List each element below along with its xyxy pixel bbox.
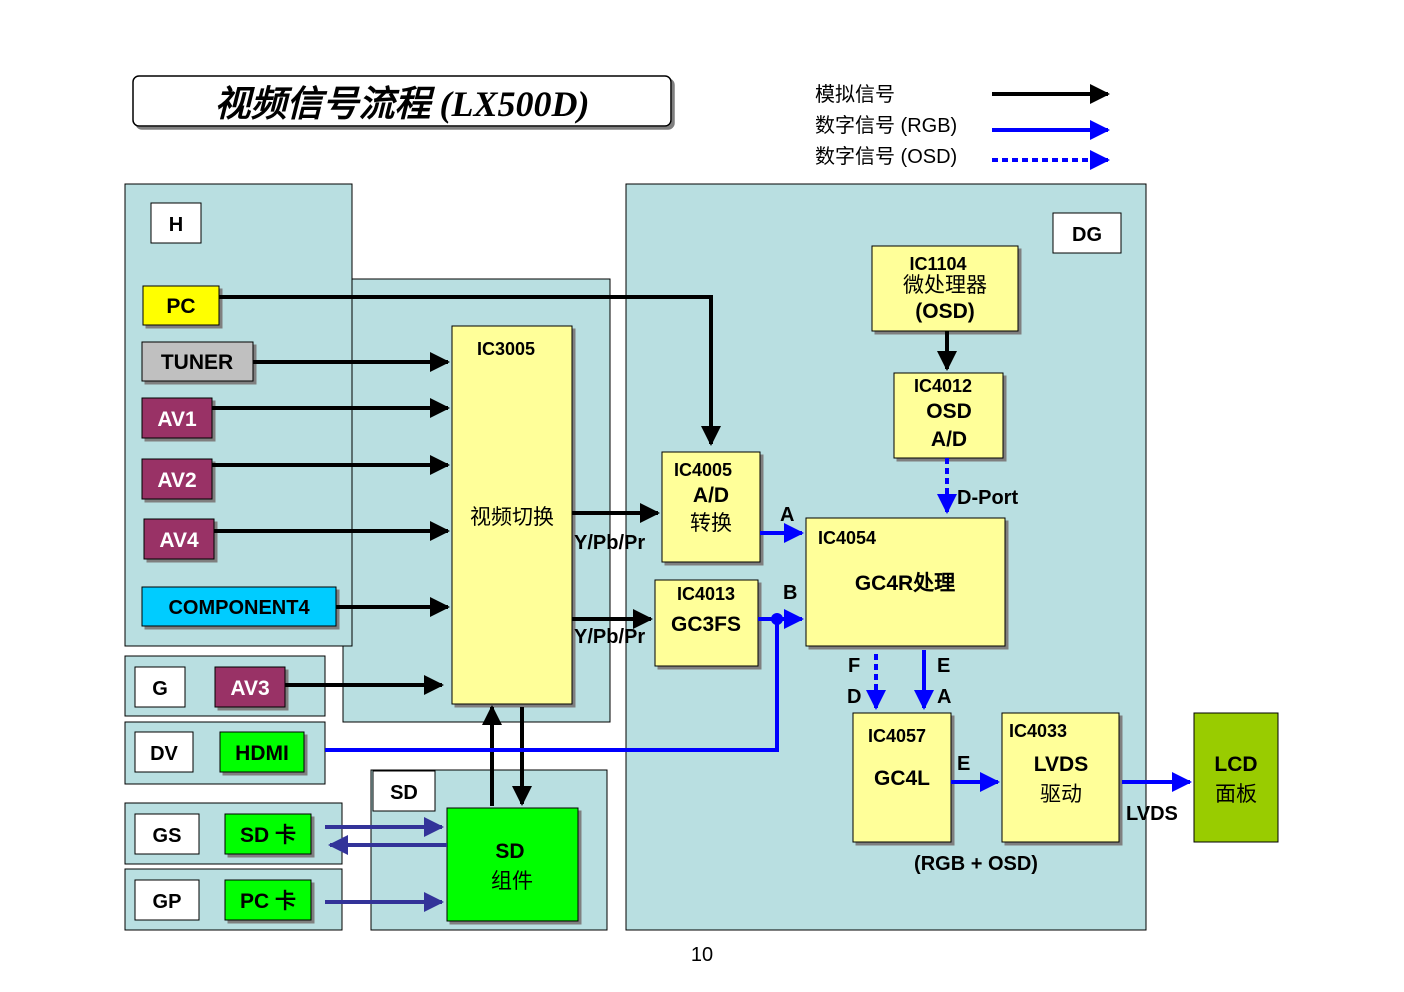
svg-text:DV: DV	[150, 743, 178, 765]
input-sd-card: SD 卡	[224, 813, 312, 855]
block-ic4057: IC4057 GC4L	[852, 712, 952, 843]
svg-text:GS: GS	[153, 825, 182, 847]
svg-text:PC 卡: PC 卡	[240, 890, 296, 913]
svg-text:GC4R处理: GC4R处理	[855, 572, 955, 595]
svg-text:面板: 面板	[1215, 783, 1257, 806]
board-label-dg: DG	[1052, 212, 1122, 254]
svg-text:TUNER: TUNER	[161, 351, 233, 374]
label-a: A	[780, 504, 794, 526]
svg-text:SD 卡: SD 卡	[240, 824, 296, 847]
svg-text:COMPONENT4: COMPONENT4	[168, 597, 310, 619]
input-av4: AV4	[143, 518, 215, 560]
label-e-1: E	[937, 655, 950, 677]
svg-text:(OSD): (OSD)	[915, 300, 975, 323]
svg-text:驱动: 驱动	[1040, 783, 1082, 806]
svg-text:IC4057: IC4057	[868, 726, 926, 746]
input-pc-card: PC 卡	[224, 879, 312, 921]
input-tuner: TUNER	[141, 341, 254, 382]
svg-text:SD: SD	[495, 840, 524, 863]
svg-text:微处理器: 微处理器	[903, 274, 987, 297]
svg-text:转换: 转换	[690, 512, 732, 535]
label-rgb-osd: (RGB + OSD)	[914, 853, 1038, 875]
input-av3: AV3	[214, 666, 286, 708]
svg-text:IC4054: IC4054	[818, 528, 876, 548]
block-ic3005-id: IC3005	[477, 339, 535, 359]
svg-text:AV1: AV1	[157, 408, 197, 431]
input-av1: AV1	[141, 397, 213, 439]
analog-connections	[212, 295, 957, 806]
input-component4: COMPONENT4	[141, 586, 337, 627]
svg-text:GC4L: GC4L	[874, 767, 930, 790]
board-label-h: H	[150, 202, 202, 244]
svg-text:G: G	[152, 678, 168, 700]
svg-text:GP: GP	[153, 891, 182, 913]
legend-digital-osd-label: 数字信号 (OSD)	[815, 145, 957, 168]
sd-card-connections	[325, 817, 447, 912]
svg-text:SD: SD	[390, 782, 418, 804]
line-hdmi-to-ic4054	[325, 619, 779, 752]
svg-text:组件: 组件	[491, 870, 533, 893]
label-dport: D-Port	[957, 487, 1018, 509]
block-sd-module: SD 组件	[446, 807, 579, 922]
block-ic4033: IC4033 LVDS 驱动	[1001, 712, 1120, 843]
label-a-2: A	[937, 686, 951, 708]
label-ypbpr-1: Y/Pb/Pr	[574, 532, 645, 554]
block-ic4005: IC4005 A/D 转换	[661, 451, 761, 563]
arrow-pc-to-ic4005	[219, 295, 721, 446]
svg-text:IC4013: IC4013	[677, 584, 735, 604]
input-hdmi: HDMI	[219, 731, 305, 773]
block-ic4054: IC4054 GC4R处理	[805, 517, 1006, 647]
label-b: B	[783, 582, 797, 604]
svg-text:LCD: LCD	[1214, 753, 1257, 776]
svg-text:HDMI: HDMI	[235, 742, 289, 765]
board-label-g: G	[134, 666, 186, 708]
label-f: F	[848, 655, 860, 677]
block-ic1104: IC1104 微处理器 (OSD)	[871, 245, 1019, 332]
svg-text:LVDS: LVDS	[1034, 753, 1088, 776]
board-label-dv: DV	[134, 731, 194, 773]
svg-text:DG: DG	[1072, 224, 1102, 246]
label-lvds: LVDS	[1126, 803, 1178, 825]
svg-text:IC4033: IC4033	[1009, 721, 1067, 741]
svg-text:A/D: A/D	[931, 428, 967, 451]
board-label-sd: SD	[372, 770, 436, 812]
legend: 模拟信号 数字信号 (RGB) 数字信号 (OSD)	[815, 83, 1110, 170]
digital-connections	[325, 458, 1192, 792]
block-ic4012: IC4012 OSD A/D	[893, 372, 1004, 459]
input-av2: AV2	[141, 458, 213, 500]
page-title: 视频信号流程 (LX500D)	[215, 84, 590, 124]
input-pc: PC	[142, 285, 220, 326]
block-ic3005-desc: 视频切换	[470, 506, 554, 529]
svg-text:GC3FS: GC3FS	[671, 613, 741, 636]
legend-digital-rgb-label: 数字信号 (RGB)	[815, 114, 957, 137]
label-e-2: E	[957, 753, 970, 775]
junction-dot	[771, 613, 783, 625]
svg-text:A/D: A/D	[693, 484, 729, 507]
label-d: D	[847, 686, 861, 708]
block-ic3005: IC3005 视频切换	[451, 325, 573, 705]
title-box: 视频信号流程 (LX500D)	[132, 75, 672, 127]
svg-text:PC: PC	[166, 295, 195, 318]
block-ic4013: IC4013 GC3FS	[654, 579, 759, 667]
board-label-gs: GS	[134, 813, 200, 855]
svg-text:OSD: OSD	[926, 400, 972, 423]
svg-text:AV3: AV3	[230, 677, 269, 700]
legend-analog-label: 模拟信号	[815, 83, 895, 106]
label-ypbpr-2: Y/Pb/Pr	[574, 626, 645, 648]
svg-text:AV2: AV2	[157, 469, 196, 492]
svg-text:H: H	[169, 214, 183, 236]
block-lcd-panel: LCD 面板	[1193, 712, 1279, 843]
svg-text:AV4: AV4	[159, 529, 199, 552]
svg-text:IC1104: IC1104	[909, 254, 966, 274]
board-label-gp: GP	[134, 879, 200, 921]
svg-text:IC4005: IC4005	[674, 460, 732, 480]
signal-labels: Y/Pb/Pr Y/Pb/Pr A B D-Port F D E A E LVD…	[574, 487, 1178, 875]
svg-text:IC4012: IC4012	[914, 376, 972, 396]
page-number: 10	[690, 944, 714, 966]
